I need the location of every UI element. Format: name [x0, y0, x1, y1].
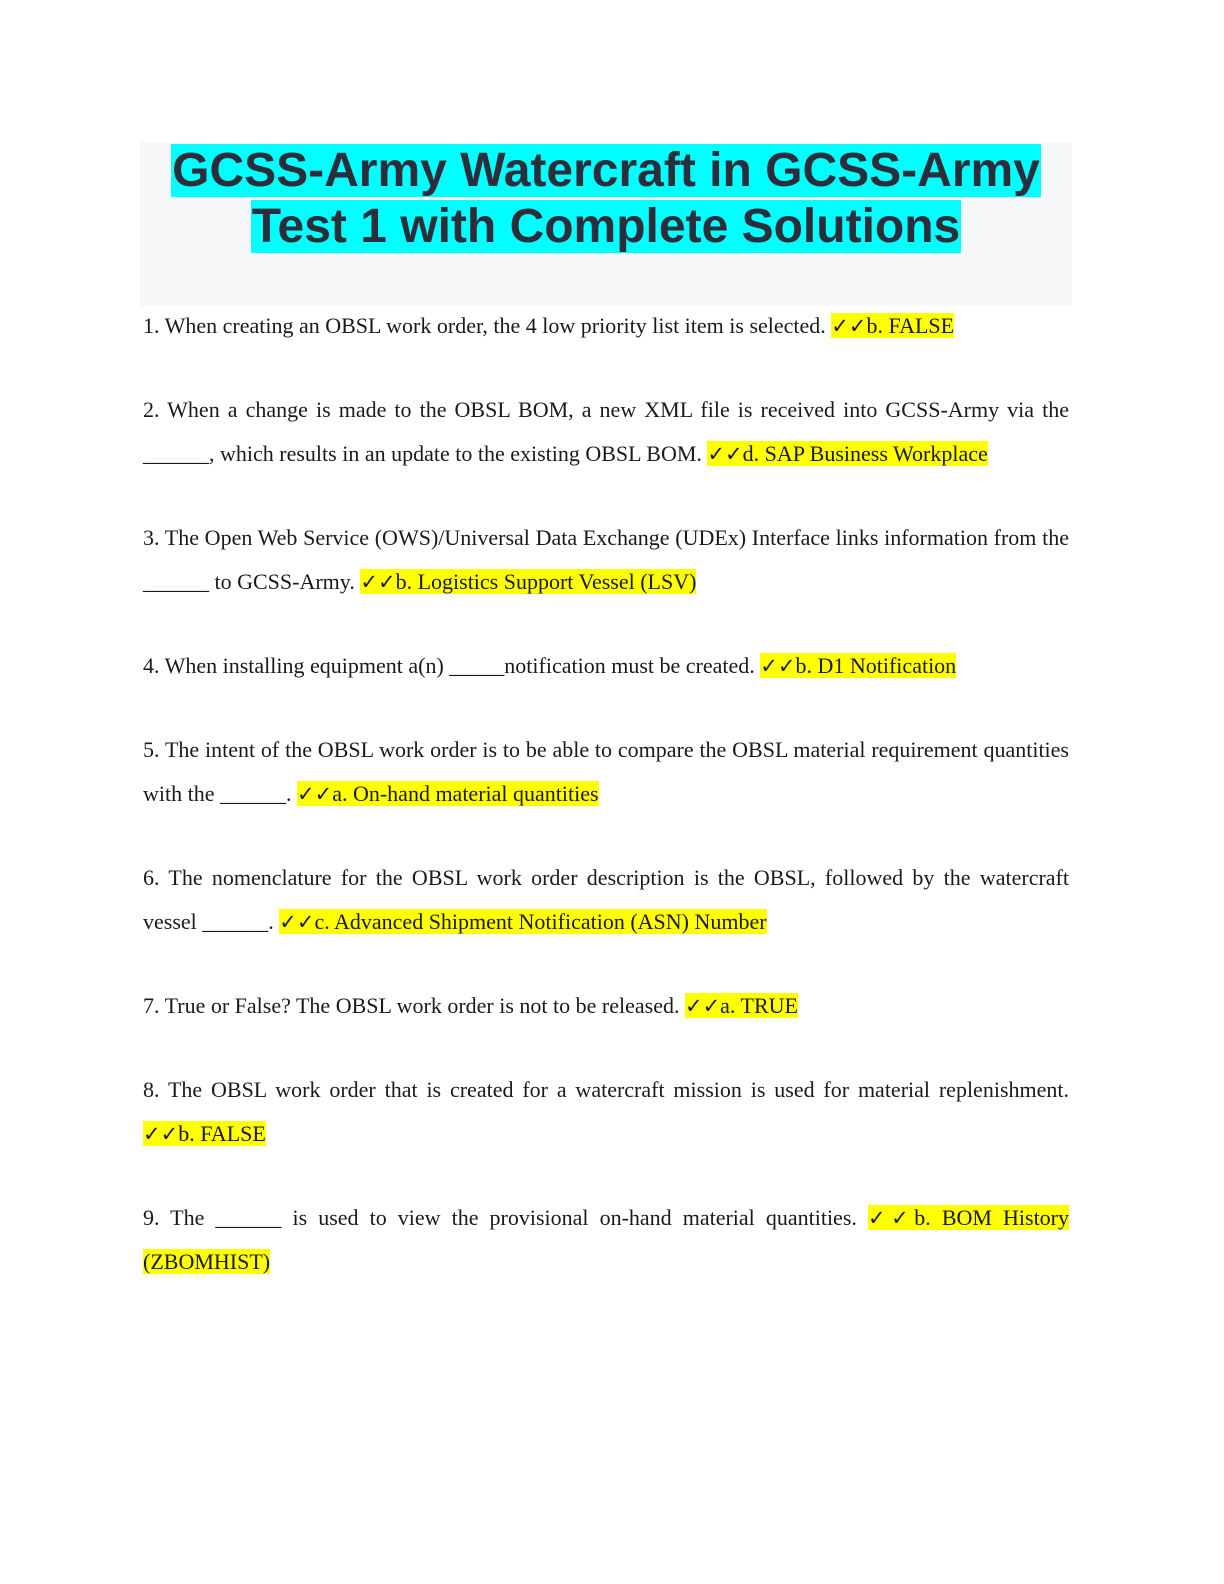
question-3: 3. The Open Web Service (OWS)/Universal … [143, 516, 1069, 604]
check-mark-icon: ✓✓ [867, 1206, 915, 1230]
check-mark-icon: ✓✓ [684, 994, 721, 1018]
question-2: 2. When a change is made to the OBSL BOM… [143, 388, 1069, 476]
answer-text: a. TRUE [720, 993, 798, 1018]
answer-highlight: ✓✓b. Logistics Support Vessel (LSV) [360, 569, 697, 594]
title-block: GCSS-Army Watercraft in GCSS-Army Test 1… [140, 142, 1072, 306]
question-text: 2. When a change is made to the OBSL BOM… [143, 397, 1069, 466]
answer-text: a. On-hand material quantities [332, 781, 599, 806]
answer-highlight: ✓✓d. SAP Business Workplace [707, 441, 988, 466]
answer-highlight: ✓✓a. On-hand material quantities [297, 781, 599, 806]
question-text: 1. When creating an OBSL work order, the… [143, 313, 832, 338]
question-list: 1. When creating an OBSL work order, the… [143, 304, 1070, 1324]
answer-text: b. FALSE [178, 1121, 266, 1146]
question-text: 8. The OBSL work order that is created f… [143, 1077, 1069, 1102]
check-mark-icon: ✓✓ [360, 570, 396, 594]
check-mark-icon: ✓✓ [279, 910, 315, 934]
question-9: 9. The ______ is used to view the provis… [143, 1196, 1070, 1284]
document-title: GCSS-Army Watercraft in GCSS-Army Test 1… [140, 142, 1072, 255]
check-mark-icon: ✓✓ [707, 442, 743, 466]
answer-highlight: ✓✓b. D1 Notification [760, 653, 957, 678]
answer-highlight: ✓✓b. FALSE [831, 313, 955, 338]
question-6: 6. The nomenclature for the OBSL work or… [143, 856, 1069, 944]
answer-text: b. BOM History (ZBOMHIST) [143, 1205, 1070, 1274]
answer-highlight: ✓✓b. FALSE [143, 1121, 266, 1146]
question-7: 7. True or False? The OBSL work order is… [143, 984, 1069, 1028]
check-mark-icon: ✓✓ [831, 314, 867, 338]
check-mark-icon: ✓✓ [143, 1122, 179, 1146]
question-8: 8. The OBSL work order that is created f… [143, 1068, 1069, 1156]
answer-highlight: ✓✓c. Advanced Shipment Notification (ASN… [279, 909, 767, 934]
question-text: 9. The ______ is used to view the provis… [143, 1205, 868, 1230]
title-line-2: Test 1 with Complete Solutions [250, 200, 962, 253]
answer-highlight: ✓✓a. TRUE [684, 993, 798, 1018]
answer-text: d. SAP Business Workplace [742, 441, 988, 466]
question-text: 5. The intent of the OBSL work order is … [143, 737, 1069, 806]
question-4: 4. When installing equipment a(n) _____n… [143, 644, 1069, 688]
answer-text: c. Advanced Shipment Notification (ASN) … [314, 909, 767, 934]
question-5: 5. The intent of the OBSL work order is … [143, 728, 1069, 816]
answer-text: b. FALSE [866, 313, 955, 338]
check-mark-icon: ✓✓ [297, 782, 333, 806]
question-text: 4. When installing equipment a(n) _____n… [143, 653, 761, 678]
answer-text: b. D1 Notification [795, 653, 957, 678]
question-1: 1. When creating an OBSL work order, the… [143, 304, 1069, 348]
question-text: 6. The nomenclature for the OBSL work or… [143, 865, 1069, 934]
question-text: 3. The Open Web Service (OWS)/Universal … [143, 525, 1069, 594]
check-mark-icon: ✓✓ [760, 654, 796, 678]
title-line-1: GCSS-Army Watercraft in GCSS-Army [171, 144, 1041, 197]
question-text: 7. True or False? The OBSL work order is… [143, 993, 685, 1018]
answer-text: b. Logistics Support Vessel (LSV) [395, 569, 697, 594]
